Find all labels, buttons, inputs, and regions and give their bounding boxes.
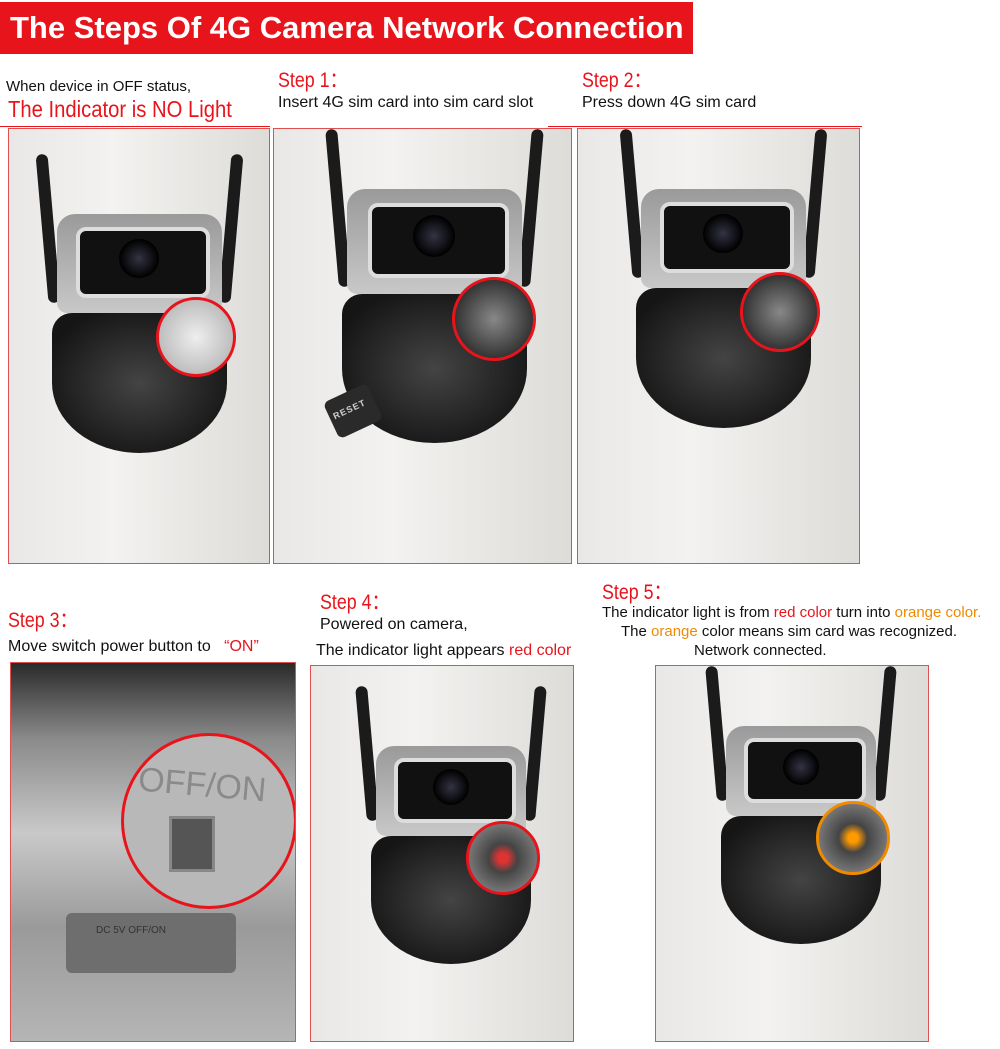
lens [783, 748, 819, 785]
divider [0, 126, 270, 127]
t: color means sim card was recognized. [701, 623, 958, 640]
step-5-line1: The indicator light is from red color tu… [602, 604, 981, 621]
page-title: The Steps Of 4G Camera Network Connectio… [0, 2, 693, 54]
photo-step-1: RESET [273, 128, 572, 564]
t: turn into [836, 604, 891, 621]
lens [433, 768, 469, 805]
photo-step-3: OFF/ON DC 5V OFF/ON [10, 662, 296, 1042]
antenna-right [218, 153, 243, 303]
red-text: red color [773, 604, 833, 621]
intro-text: When device in OFF status, [6, 78, 192, 95]
divider [548, 126, 862, 127]
photo-step-2 [577, 128, 860, 564]
t: The indicator light is from [602, 604, 770, 621]
zoom-callout [466, 821, 540, 895]
switch-label: OFF/ON [136, 760, 268, 810]
antenna-right [802, 129, 827, 278]
step-3-label: Step 3： [8, 609, 78, 632]
antenna-right [517, 129, 544, 287]
lens [413, 215, 455, 258]
photo-step-4 [310, 665, 574, 1042]
step-1-text: Insert 4G sim card into sim card slot [278, 94, 534, 111]
step-5-line2: The orange color means sim card was reco… [621, 623, 957, 640]
antenna-right [523, 685, 547, 822]
port-panel: DC 5V OFF/ON [66, 913, 236, 973]
step-4-text1: Powered on camera, [320, 616, 468, 633]
port-label: DC 5V OFF/ON [96, 925, 167, 936]
power-switch [169, 816, 215, 872]
intro-highlight: The Indicator is NO Light [8, 96, 232, 122]
step-3-text: Move switch power button to “ON” [8, 638, 259, 656]
orange-text: orange [651, 623, 698, 640]
zoom-callout: OFF/ON [121, 733, 295, 909]
step-2-text: Press down 4G sim card [582, 94, 757, 111]
lens [119, 238, 159, 279]
zoom-callout [155, 296, 236, 377]
photo-off-status [8, 128, 270, 564]
lens [703, 213, 743, 254]
step-3-highlight: “ON” [224, 638, 259, 655]
step-4-highlight: red color [509, 642, 572, 659]
step-4-label: Step 4： [320, 591, 390, 614]
zoom-callout [739, 271, 820, 352]
t: The [621, 623, 647, 640]
antenna-right [873, 666, 897, 802]
step-5-label: Step 5： [602, 581, 672, 604]
zoom-callout [816, 801, 890, 875]
step-4-text2: The indicator light appears red color [316, 642, 571, 660]
zoom-callout [451, 276, 537, 362]
orange-text: orange color. [894, 604, 982, 621]
step-4-body: The indicator light appears [316, 642, 505, 659]
photo-step-5 [655, 665, 929, 1042]
reset-label: RESET [331, 397, 368, 422]
step-1-label: Step 1： [278, 69, 348, 92]
step-3-body: Move switch power button to [8, 638, 211, 655]
step-5-line3: Network connected. [694, 642, 827, 659]
step-2-label: Step 2： [582, 69, 652, 92]
